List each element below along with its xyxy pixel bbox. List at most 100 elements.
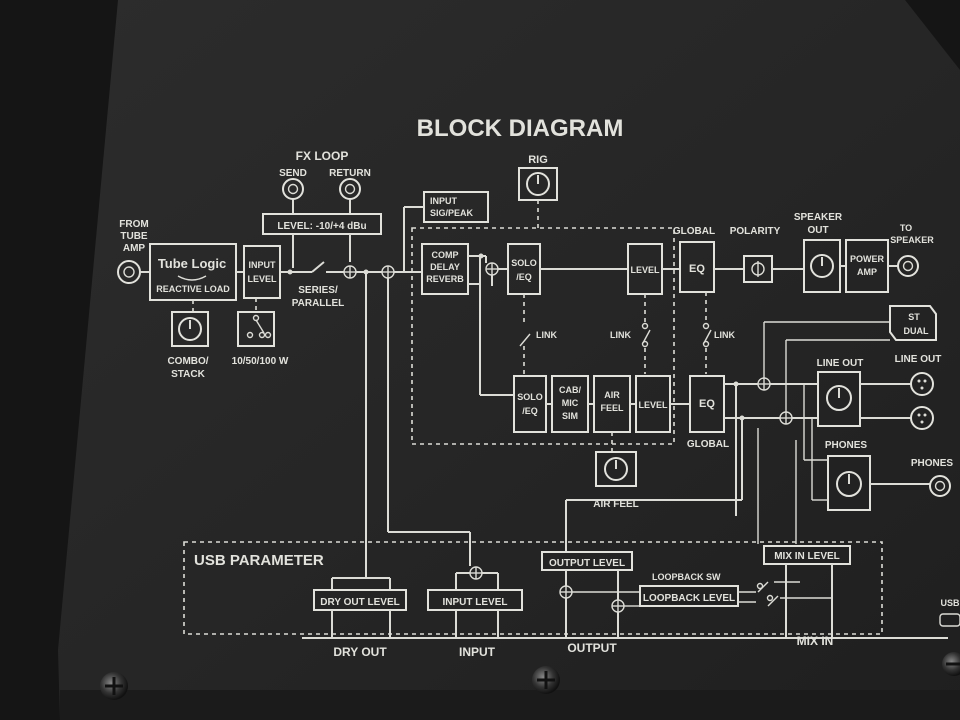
series-parallel-label-1: SERIES/ [298,285,338,296]
upper-sum-node-icon [485,262,499,276]
st-dual-box [889,305,937,341]
comp-label: COMP [432,250,459,260]
input-sig-peak-label-1: INPUT [430,196,458,206]
loopback-level-box [639,585,739,607]
from-tube-amp-label-2: TUBE [120,231,148,242]
air-feel-knob-icon [604,457,628,481]
usb-port-label: USB [940,598,960,608]
from-tube-amp-label-3: AMP [123,243,146,254]
usb-port-icon [939,613,960,627]
air-feel-knob-label: AIR FEEL [593,499,639,510]
dry-out-level-box [313,589,407,611]
comp-delay-reverb-box [421,243,469,295]
solo-eq-upper-label-2: /EQ [516,272,532,282]
level-lower-label: LEVEL [638,400,668,410]
phones-knob-icon [836,471,862,497]
xlr-out-r-icon [910,406,934,430]
speaker-out-label-1: SPEAKER [794,212,843,223]
watts-label: 10/50/100 W [232,356,289,367]
input-level-label-1: INPUT [249,260,277,270]
loopback-switch-icon [756,581,779,607]
link-label-2: LINK [610,330,631,340]
tube-logic-logo: Tube Logic [158,256,226,271]
rig-section-frame [411,227,675,445]
power-amp-label-2: AMP [857,267,877,277]
global-upper-label: GLOBAL [673,226,715,237]
screw-icon [942,652,960,676]
fx-return-label: RETURN [329,168,371,179]
output-label: OUTPUT [567,641,617,655]
line-out-sum-r-icon [779,411,793,425]
line-out-knob-icon [826,385,852,411]
speaker-out-knob-icon [810,254,834,278]
dual-label: DUAL [904,326,929,336]
fx-loop-title: FX LOOP [296,149,349,163]
solo-eq-lower-label-2: /EQ [522,406,538,416]
reverb-label: REVERB [426,274,464,284]
fx-level-box [262,213,382,235]
combo-stack-knob-box [171,311,209,347]
to-speaker-label-1: TO [900,223,912,233]
fx-level-label: LEVEL: -10/+4 dBu [277,221,366,232]
fx-send-label: SEND [279,168,307,179]
power-amp-label-1: POWER [850,254,885,264]
usb-parameter-frame [183,541,883,635]
output-level-box [541,551,633,571]
line-out-knob-box [817,371,861,427]
input-sum-node-icon [469,566,483,580]
link-switch-2-icon [641,294,651,374]
level-upper-label: LEVEL [630,265,660,275]
from-tube-amp-label-1: FROM [119,219,148,230]
phones-label: PHONES [825,440,868,451]
main-sum-node-icon [381,265,395,279]
delay-label: DELAY [430,262,460,272]
link-label-1: LINK [536,330,557,340]
solo-eq-upper-label-1: SOLO [511,258,537,268]
input-label: INPUT [459,645,496,659]
output-sum-l-icon [559,585,573,599]
polarity-label: POLARITY [730,226,781,237]
phones-jack-icon [929,475,951,497]
link-switch-1-icon [519,294,531,378]
input-sig-peak-label-2: SIG/PEAK [430,208,474,218]
polarity-icon [751,261,765,277]
line-out-right-label: LINE OUT [895,354,942,365]
air-label: AIR [604,390,620,400]
combo-stack-label-2: STACK [171,369,205,380]
input-level-usb-label: INPUT LEVEL [442,597,507,608]
phones-right-label: PHONES [911,458,954,469]
xlr-out-l-icon [910,372,934,396]
mix-in-level-box [763,545,851,565]
output-level-label: OUTPUT LEVEL [549,558,625,569]
eq-upper-box [679,241,715,293]
to-speaker-label-2: SPEAKER [890,235,934,245]
loopback-level-label: LOOPBACK LEVEL [643,593,735,604]
series-parallel-switch [311,261,325,273]
metal-panel [58,0,960,720]
eq-upper-label: EQ [689,263,705,275]
combo-stack-knob-icon [178,317,202,341]
link-label-3: LINK [714,330,735,340]
dry-out-label: DRY OUT [333,645,387,659]
mix-in-label: MIX IN [797,634,834,648]
mix-in-level-label: MIX IN LEVEL [774,551,840,562]
watt-switch-icon [246,314,272,339]
input-level-usb-box [427,589,523,611]
diagram-title: BLOCK DIAGRAM [417,115,624,142]
loopback-sw-label: LOOPBACK SW [652,572,721,582]
feel-label: FEEL [600,403,624,413]
speaker-out-label-2: OUT [807,225,828,236]
reactive-load-label: REACTIVE LOAD [156,284,230,294]
screw-icon [532,666,560,694]
global-lower-label: GLOBAL [687,439,729,450]
series-parallel-label-2: PARALLEL [292,298,345,309]
cab-label: CAB/ [559,385,581,395]
eq-lower-label: EQ [699,398,715,410]
fx-sum-node-icon [343,265,357,279]
watt-switch-box [237,311,275,347]
dry-out-level-label: DRY OUT LEVEL [320,597,399,608]
screw-icon [100,672,128,700]
rig-knob-icon [526,172,550,196]
combo-stack-label-1: COMBO/ [167,356,208,367]
